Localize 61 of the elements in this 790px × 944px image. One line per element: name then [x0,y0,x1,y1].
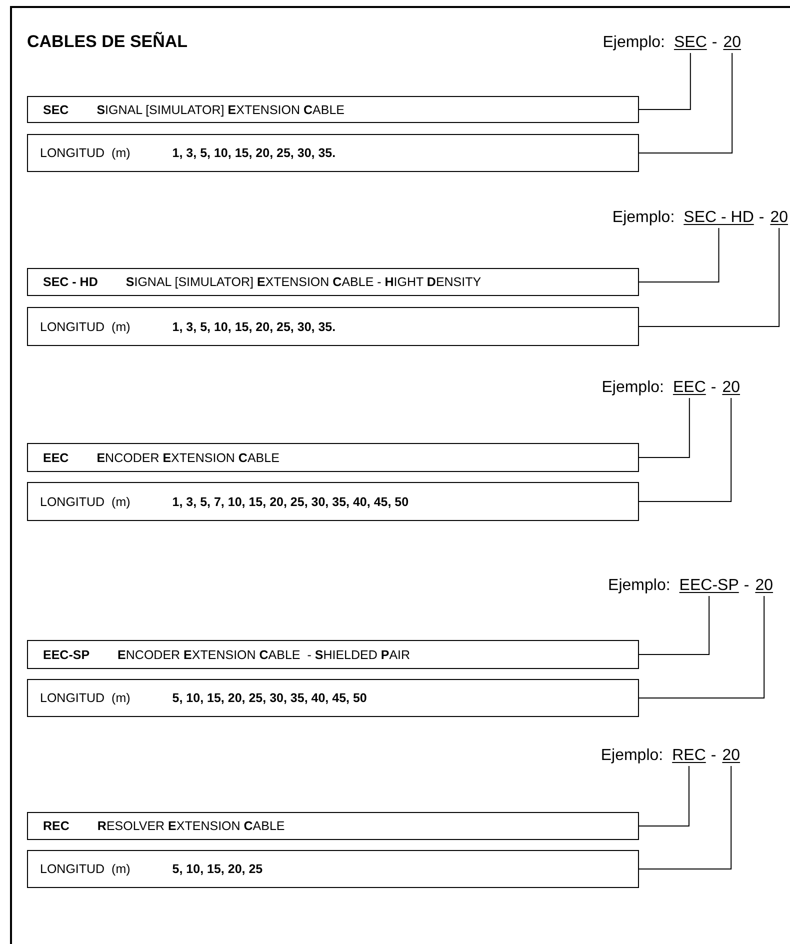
separator-dash: - [744,577,750,595]
leader-line [638,52,691,110]
cable-description: ENCODER EXTENSION CABLE [96,450,280,464]
length-box [27,850,639,888]
title: CABLES DE SEÑAL [27,32,188,52]
example-label: Ejemplo: [602,34,665,52]
cable-code: EEC [43,450,69,464]
leader-line [638,398,690,458]
length-label: LONGITUD (m) [40,320,130,334]
cable-code: SEC [43,102,69,116]
model-code: SEC - HD [684,209,754,227]
length-box [27,307,639,346]
leader-line [638,52,733,154]
cable-description: RESOLVER EXTENSION CABLE [97,819,285,833]
model-code: SEC [674,34,707,52]
description-box [27,268,639,296]
length-values: 1, 3, 5, 10, 15, 20, 25, 30, 35. [172,320,336,334]
leader-line [638,596,710,655]
length-label: LONGITUD (m) [40,691,130,705]
model-code: EEC-SP [679,577,739,595]
length-code: 20 [770,209,788,227]
length-code: 20 [722,747,740,765]
cable-code: EEC-SP [43,648,90,662]
leader-line [638,596,765,698]
description-box [27,640,639,669]
model-code: REC [672,747,706,765]
description-box [27,443,639,472]
example-label: Ejemplo: [608,577,670,595]
length-code: 20 [723,34,741,52]
length-code: 20 [722,379,740,397]
cable-code: SEC - HD [43,275,98,289]
length-values: 1, 3, 5, 10, 15, 20, 25, 30, 35. [172,146,336,160]
model-code: EEC [672,379,706,397]
separator-dash: - [710,747,716,765]
length-label: LONGITUD (m) [40,146,130,160]
example-label: Ejemplo: [600,747,664,765]
length-label: LONGITUD (m) [40,494,130,508]
length-code: 20 [755,577,773,595]
cable-description: ENCODER EXTENSION CABLE - SHIELDED PAIR [118,648,410,662]
leader-line [638,398,732,502]
cable-description: SIGNAL [SIMULATOR] EXTENSION CABLE - HIGHT DENSITY [126,275,482,289]
cable-code: REC [43,819,70,833]
leader-line [638,228,720,282]
length-values: 5, 10, 15, 20, 25, 30, 35, 40, 45, 50 [172,691,367,705]
length-values: 5, 10, 15, 20, 25 [172,862,263,876]
cable-description: SIGNAL [SIMULATOR] EXTENSION CABLE [96,102,344,116]
separator-dash: - [712,34,718,52]
leader-line [638,228,780,327]
length-box [27,482,639,521]
leader-line [638,766,690,826]
length-values: 1, 3, 5, 7, 10, 15, 20, 25, 30, 35, 40, 45, 50 [172,494,409,508]
example-label: Ejemplo: [612,209,675,227]
description-box [27,812,639,840]
separator-dash: - [710,379,716,397]
length-label: LONGITUD (m) [40,862,130,876]
length-box [27,134,639,172]
separator-dash: - [758,209,764,227]
length-box [27,679,639,717]
example-label: Ejemplo: [602,379,664,397]
description-box [27,96,639,123]
leader-line [638,766,732,870]
